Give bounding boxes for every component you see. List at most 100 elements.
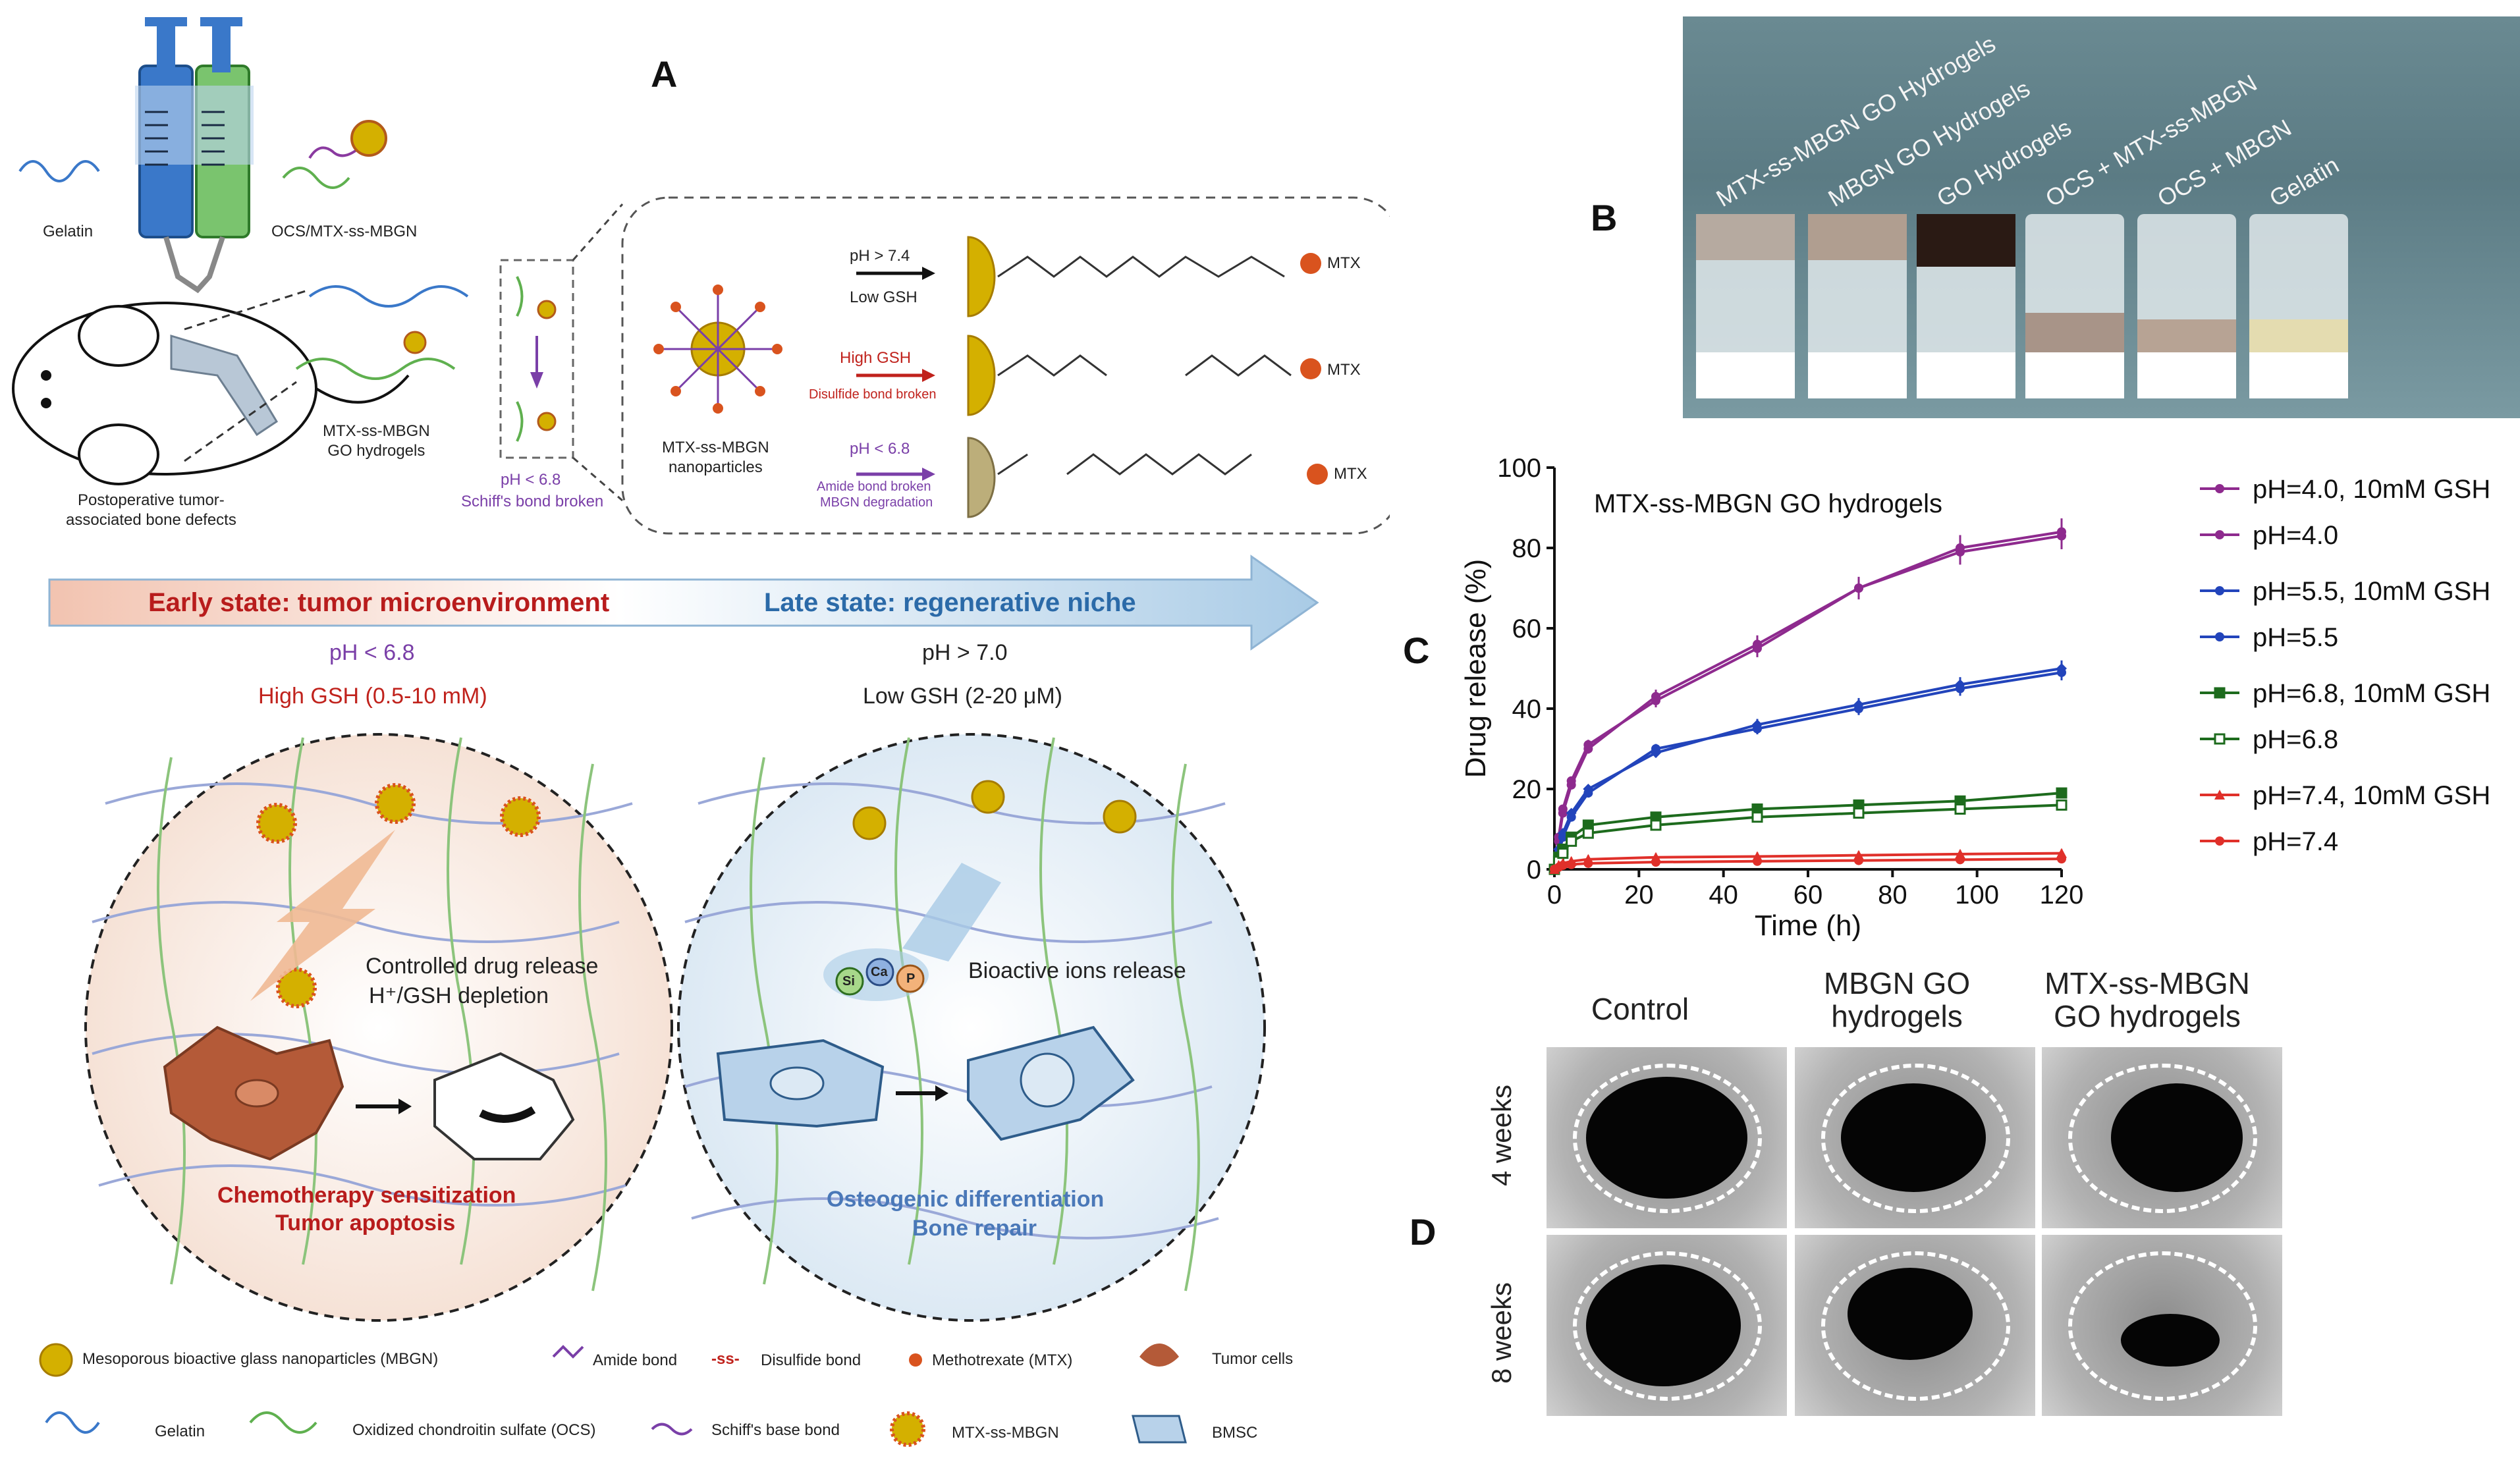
data-point bbox=[1566, 780, 1576, 790]
legend-label: pH=7.4, 10mM GSH bbox=[2253, 781, 2490, 810]
legend-marker bbox=[2215, 836, 2224, 846]
panel-d-letter: D bbox=[1410, 1211, 1437, 1253]
series-line bbox=[1553, 530, 2062, 870]
late-gsh-label: Low GSH (2-20 μM) bbox=[863, 684, 1062, 709]
drug-release-bolt-icon bbox=[250, 830, 395, 1001]
early-ph-label: pH < 6.8 bbox=[329, 640, 415, 665]
y-tick-label: 0 bbox=[1527, 855, 1541, 884]
legend-disulfide: Disulfide bond bbox=[761, 1351, 862, 1369]
series-line bbox=[1553, 667, 2062, 870]
vial-label-2: MBGN GO Hydrogels bbox=[1824, 74, 2035, 212]
chart-title: MTX-ss-MBGN GO hydrogels bbox=[1594, 489, 1942, 518]
data-point bbox=[1854, 855, 1863, 865]
row-label-8weeks: 8 weeks bbox=[1486, 1282, 1517, 1384]
right-outcome-1: Osteogenic differentiation bbox=[827, 1187, 1105, 1212]
y-tick-label: 100 bbox=[1497, 454, 1541, 483]
col-label-mbgn: MBGN GO hydrogels bbox=[1823, 966, 1971, 1033]
data-point bbox=[1558, 808, 1568, 818]
legend-label: pH=5.5, 10mM GSH bbox=[2253, 577, 2490, 606]
late-state-label: Late state: regenerative niche bbox=[764, 588, 1136, 617]
row-label-4weeks: 4 weeks bbox=[1486, 1084, 1517, 1187]
right-release: Bioactive ions release bbox=[968, 958, 1186, 983]
data-point bbox=[2056, 787, 2068, 799]
vials bbox=[1696, 214, 2348, 398]
data-point bbox=[1583, 744, 1593, 753]
data-point bbox=[1558, 860, 1568, 870]
y-tick-label: 20 bbox=[1512, 775, 1542, 804]
ion-p-label: P bbox=[906, 971, 916, 986]
early-state-circle bbox=[84, 733, 673, 1322]
data-point bbox=[1854, 584, 1863, 593]
si-ion-icon bbox=[835, 967, 864, 996]
legend-label: pH=6.8, 10mM GSH bbox=[2253, 679, 2490, 708]
legend-marker bbox=[2215, 530, 2224, 539]
left-release-1: Controlled drug release bbox=[366, 954, 599, 979]
ocs-molecule-icon bbox=[282, 120, 387, 189]
ph68-label-small: pH < 6.8 bbox=[501, 471, 561, 489]
col-label-control: Control bbox=[1591, 992, 1689, 1026]
panel-a-letter: A bbox=[651, 53, 678, 95]
nanoparticle-label: MTX-ss-MBGN nanoparticles bbox=[662, 439, 769, 476]
bmsc-cell-icon bbox=[716, 1025, 1135, 1141]
mouse-icon bbox=[12, 302, 410, 485]
data-point bbox=[1753, 639, 1762, 649]
schiff-broken-label: Schiff's bond broken bbox=[461, 493, 604, 510]
legend-mtx-mbgn: MTX-ss-MBGN bbox=[952, 1424, 1059, 1442]
legend-ocs: Oxidized chondroitin sulfate (OCS) bbox=[352, 1421, 596, 1439]
mechanism-box bbox=[621, 196, 1390, 535]
ct-control-8w bbox=[1547, 1235, 1787, 1416]
early-gsh-label: High GSH (0.5-10 mM) bbox=[258, 684, 487, 709]
legend-label: pH=4.0, 10mM GSH bbox=[2253, 475, 2490, 504]
x-tick-label: 20 bbox=[1624, 881, 1654, 909]
panel-a-schematic bbox=[12, 17, 1390, 1447]
x-tick-label: 80 bbox=[1878, 881, 1907, 909]
vial-label-6: Gelatin bbox=[2265, 151, 2343, 212]
mtx-label-2: MTX bbox=[1327, 361, 1361, 379]
left-release-2: H⁺/GSH depletion bbox=[369, 983, 549, 1008]
data-point bbox=[1751, 811, 1763, 823]
legend-ss-symbol: -ss- bbox=[711, 1350, 740, 1368]
hydrogel-label: MTX-ss-MBGN GO hydrogels bbox=[323, 422, 430, 460]
data-point bbox=[1853, 807, 1865, 819]
mtx-ss-mbgn-nanoparticle-icon bbox=[653, 285, 782, 414]
col-label-mtx: MTX-ss-MBGN GO hydrogels bbox=[2044, 966, 2250, 1033]
x-tick-label: 40 bbox=[1709, 881, 1738, 909]
series-line bbox=[1554, 857, 2062, 871]
timeline-arrow bbox=[48, 555, 1319, 651]
legend-marker bbox=[2214, 687, 2226, 699]
data-point bbox=[1956, 855, 1965, 865]
legend-amide: Amide bond bbox=[593, 1351, 678, 1369]
panel-a: A bbox=[12, 17, 1390, 1447]
x-tick-label: 120 bbox=[2040, 881, 2084, 909]
data-point bbox=[1753, 856, 1762, 866]
legend-label: pH=5.5 bbox=[2253, 623, 2338, 652]
panel-c-letter: C bbox=[1403, 630, 1430, 671]
legend-gelatin: Gelatin bbox=[155, 1423, 205, 1440]
cond1-bottom: Low GSH bbox=[850, 288, 918, 306]
mtx-label-3: MTX bbox=[1334, 465, 1367, 483]
legend-marker bbox=[2214, 733, 2226, 745]
legend-marker bbox=[2215, 632, 2224, 641]
data-point bbox=[1753, 724, 1762, 734]
late-state-circle bbox=[677, 733, 1266, 1322]
y-tick-label: 60 bbox=[1512, 614, 1542, 643]
ct-mtx-8w bbox=[2042, 1235, 2282, 1416]
legend-mbgn: Mesoporous bioactive glass nanoparticles… bbox=[82, 1350, 439, 1368]
data-point bbox=[1583, 858, 1593, 868]
cond2-bottom: Disulfide bond broken bbox=[809, 387, 937, 402]
ion-ca-label: Ca bbox=[871, 965, 888, 979]
data-point bbox=[1583, 788, 1593, 798]
x-tick-label: 0 bbox=[1547, 881, 1562, 909]
data-point bbox=[1582, 827, 1594, 839]
late-ph-label: pH > 7.0 bbox=[922, 640, 1008, 665]
cond3-bottom2: MBGN degradation bbox=[820, 495, 933, 510]
data-point bbox=[1558, 832, 1568, 842]
data-point bbox=[1651, 744, 1660, 753]
y-tick-label: 80 bbox=[1512, 534, 1542, 563]
cond1-top: pH > 7.4 bbox=[850, 247, 910, 265]
data-point bbox=[1651, 692, 1660, 701]
data-point bbox=[1651, 857, 1660, 867]
ion-si-label: Si bbox=[842, 974, 855, 989]
left-outcome-1: Chemotherapy sensitization bbox=[217, 1183, 516, 1208]
